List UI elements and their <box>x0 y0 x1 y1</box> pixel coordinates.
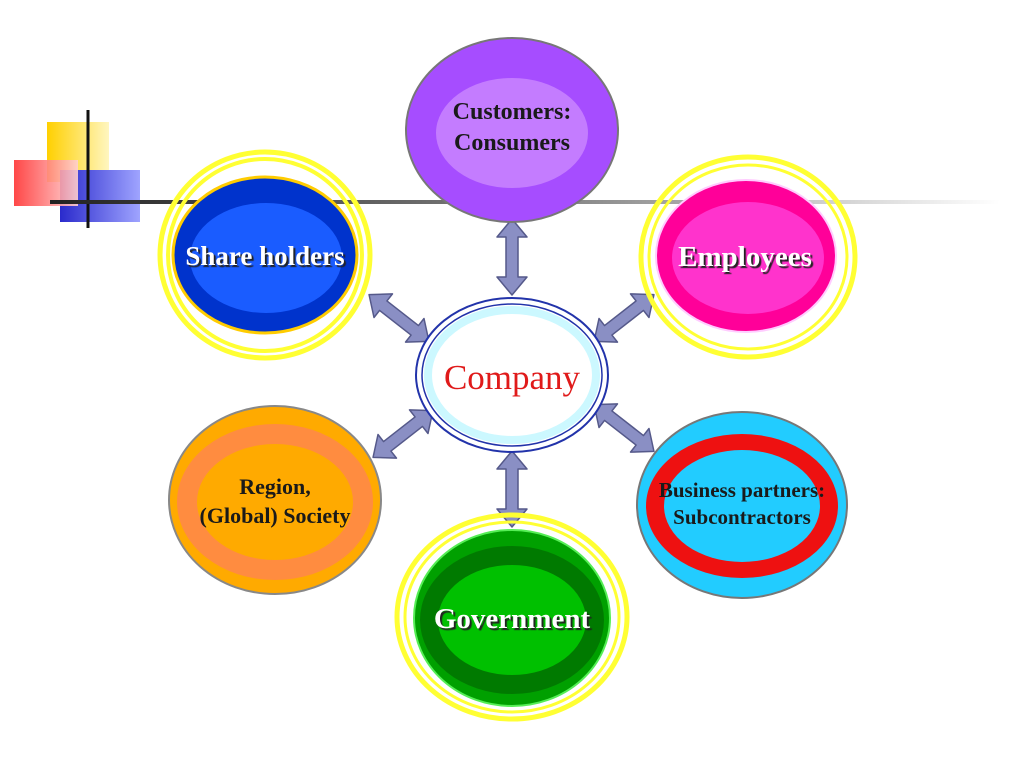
region-label-line2: (Global) Society <box>199 502 351 528</box>
node-company <box>415 297 609 453</box>
partners-label-line2: Subcontractors <box>673 505 811 530</box>
double-arrow-icon-region <box>372 409 434 459</box>
partners-label-line1: Business partners: <box>658 478 826 502</box>
double-arrow-icon-government <box>496 450 528 528</box>
node-employees <box>638 154 858 360</box>
double-arrow-icon-partners <box>593 403 655 453</box>
region-label: Region, (Global) Society <box>170 473 380 530</box>
node-shareholders <box>157 149 373 361</box>
government-label: Government <box>433 603 591 635</box>
company-label: Company <box>443 358 581 397</box>
corner-decoration <box>14 110 140 228</box>
node-partners <box>636 411 848 599</box>
connector-arrows <box>368 218 655 528</box>
employees-label: Employees <box>678 241 812 273</box>
region-label-line1: Region, <box>239 474 311 499</box>
node-customers <box>405 37 619 223</box>
double-arrow-icon-customers <box>496 218 528 296</box>
customers-label: Customers: Consumers <box>412 97 612 159</box>
partners-label: Business partners: Subcontractors <box>636 477 848 532</box>
shareholders-label: Share holders <box>185 241 345 271</box>
node-government <box>394 512 630 722</box>
customers-label-line2: Consumers <box>453 130 570 157</box>
customers-label-line1: Customers: <box>452 99 572 125</box>
node-region <box>168 405 382 595</box>
